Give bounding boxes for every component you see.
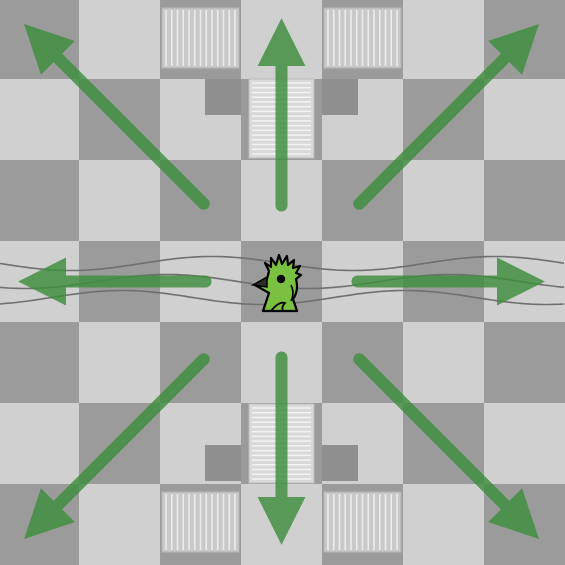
arrow-up-right bbox=[353, 24, 539, 210]
fence-top-left bbox=[161, 7, 240, 69]
bird-beak bbox=[250, 275, 268, 288]
board-square bbox=[0, 160, 79, 241]
fence-bottom-left bbox=[161, 491, 240, 553]
board-square bbox=[79, 160, 160, 241]
ladder-bottom-center bbox=[205, 403, 358, 484]
ledge-block bbox=[205, 79, 241, 115]
board-square bbox=[484, 160, 565, 241]
fence-bottom-right bbox=[323, 491, 402, 553]
board-square bbox=[0, 79, 79, 160]
board-square bbox=[403, 484, 484, 565]
board-square bbox=[0, 322, 79, 403]
ledge-block bbox=[205, 445, 241, 481]
board-square bbox=[0, 403, 79, 484]
ledge-block bbox=[322, 79, 358, 115]
board-square bbox=[79, 484, 160, 565]
bird-wing bbox=[270, 301, 287, 312]
bird-icon bbox=[250, 253, 303, 313]
board-square bbox=[484, 322, 565, 403]
arrow-down-right bbox=[353, 353, 539, 539]
fence-top-right bbox=[323, 7, 402, 69]
board-square bbox=[403, 0, 484, 79]
bird-eye bbox=[276, 274, 286, 284]
board-square bbox=[484, 79, 565, 160]
board-square bbox=[79, 0, 160, 79]
bird-piece[interactable] bbox=[250, 253, 303, 313]
bird-neck bbox=[290, 284, 294, 302]
bird-head bbox=[253, 253, 303, 313]
board-square bbox=[403, 322, 484, 403]
board-square bbox=[484, 403, 565, 484]
ledge-block bbox=[322, 445, 358, 481]
board-square bbox=[79, 322, 160, 403]
arrow-up-left bbox=[24, 24, 210, 210]
move-arrows bbox=[18, 18, 545, 545]
arrow-down-left bbox=[24, 353, 210, 539]
board-square bbox=[403, 160, 484, 241]
